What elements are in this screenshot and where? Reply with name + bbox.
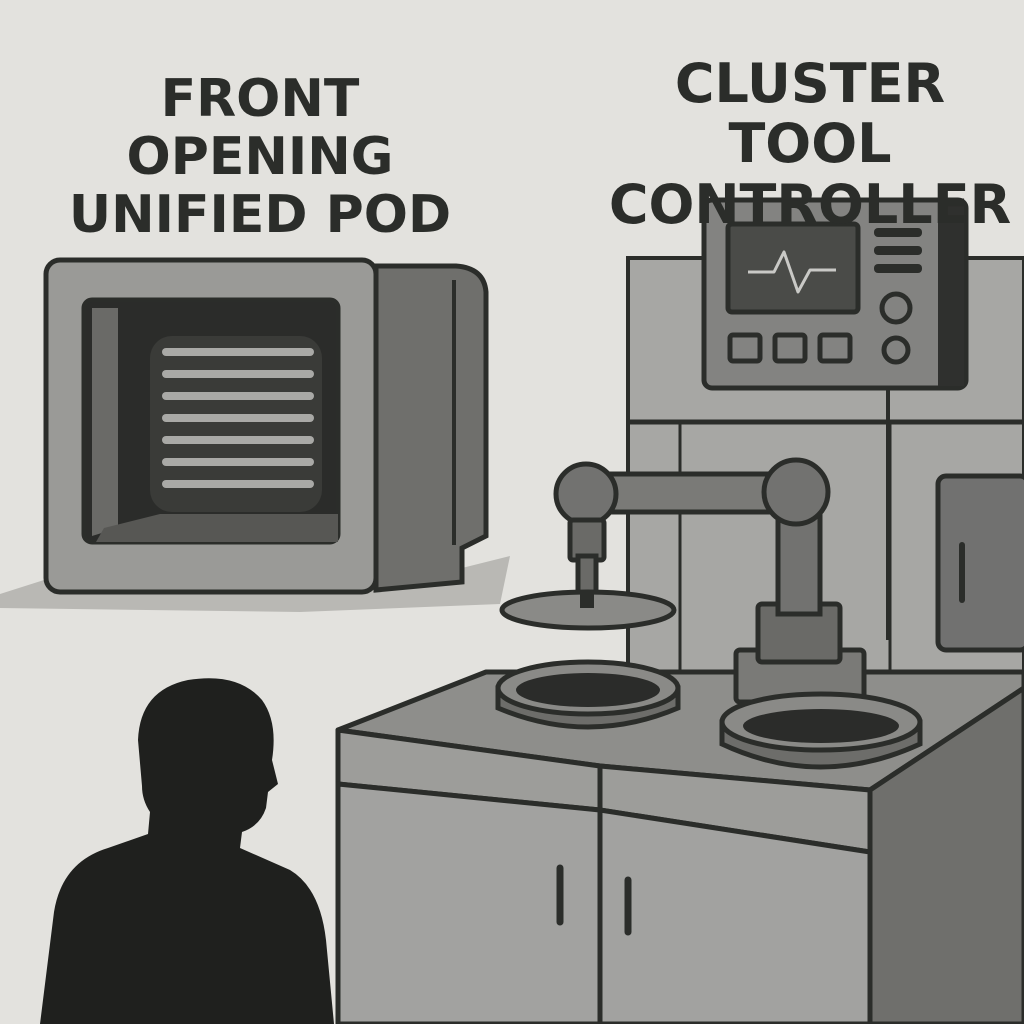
controller-knob-upper	[879, 291, 913, 325]
indicator-line-3	[874, 264, 922, 273]
foup-label: FRONT OPENING UNIFIED POD	[40, 70, 480, 245]
person-silhouette-icon	[40, 678, 334, 1024]
front-opening-unified-pod	[43, 257, 489, 595]
cluster-tool-controller	[701, 197, 969, 391]
robot-arm	[499, 457, 867, 705]
wafer-stack	[150, 336, 322, 512]
foup-label-line-1: FRONT OPENING	[126, 69, 394, 188]
wafer-chamber-right	[719, 691, 923, 770]
indicator-line-1	[874, 228, 922, 237]
foup-label-line-2: UNIFIED POD	[68, 185, 452, 246]
side-panel-door	[935, 473, 1024, 653]
controller-screen	[725, 221, 861, 315]
indicator-line-2	[874, 246, 922, 255]
cabinet-door-left	[335, 781, 603, 1024]
controller-button-1	[727, 332, 763, 364]
controller-button-2	[772, 332, 808, 364]
wafer-chamber-left	[495, 659, 681, 730]
controller-label-line-1: CLUSTER TOOL	[674, 52, 946, 176]
controller-button-3	[817, 332, 853, 364]
controller-knob-lower	[881, 335, 911, 365]
controller-label-line-2: CONTROLLER	[608, 172, 1012, 236]
controller-label: CLUSTER TOOL CONTROLLER	[600, 52, 1020, 236]
waveform-icon	[748, 250, 836, 294]
